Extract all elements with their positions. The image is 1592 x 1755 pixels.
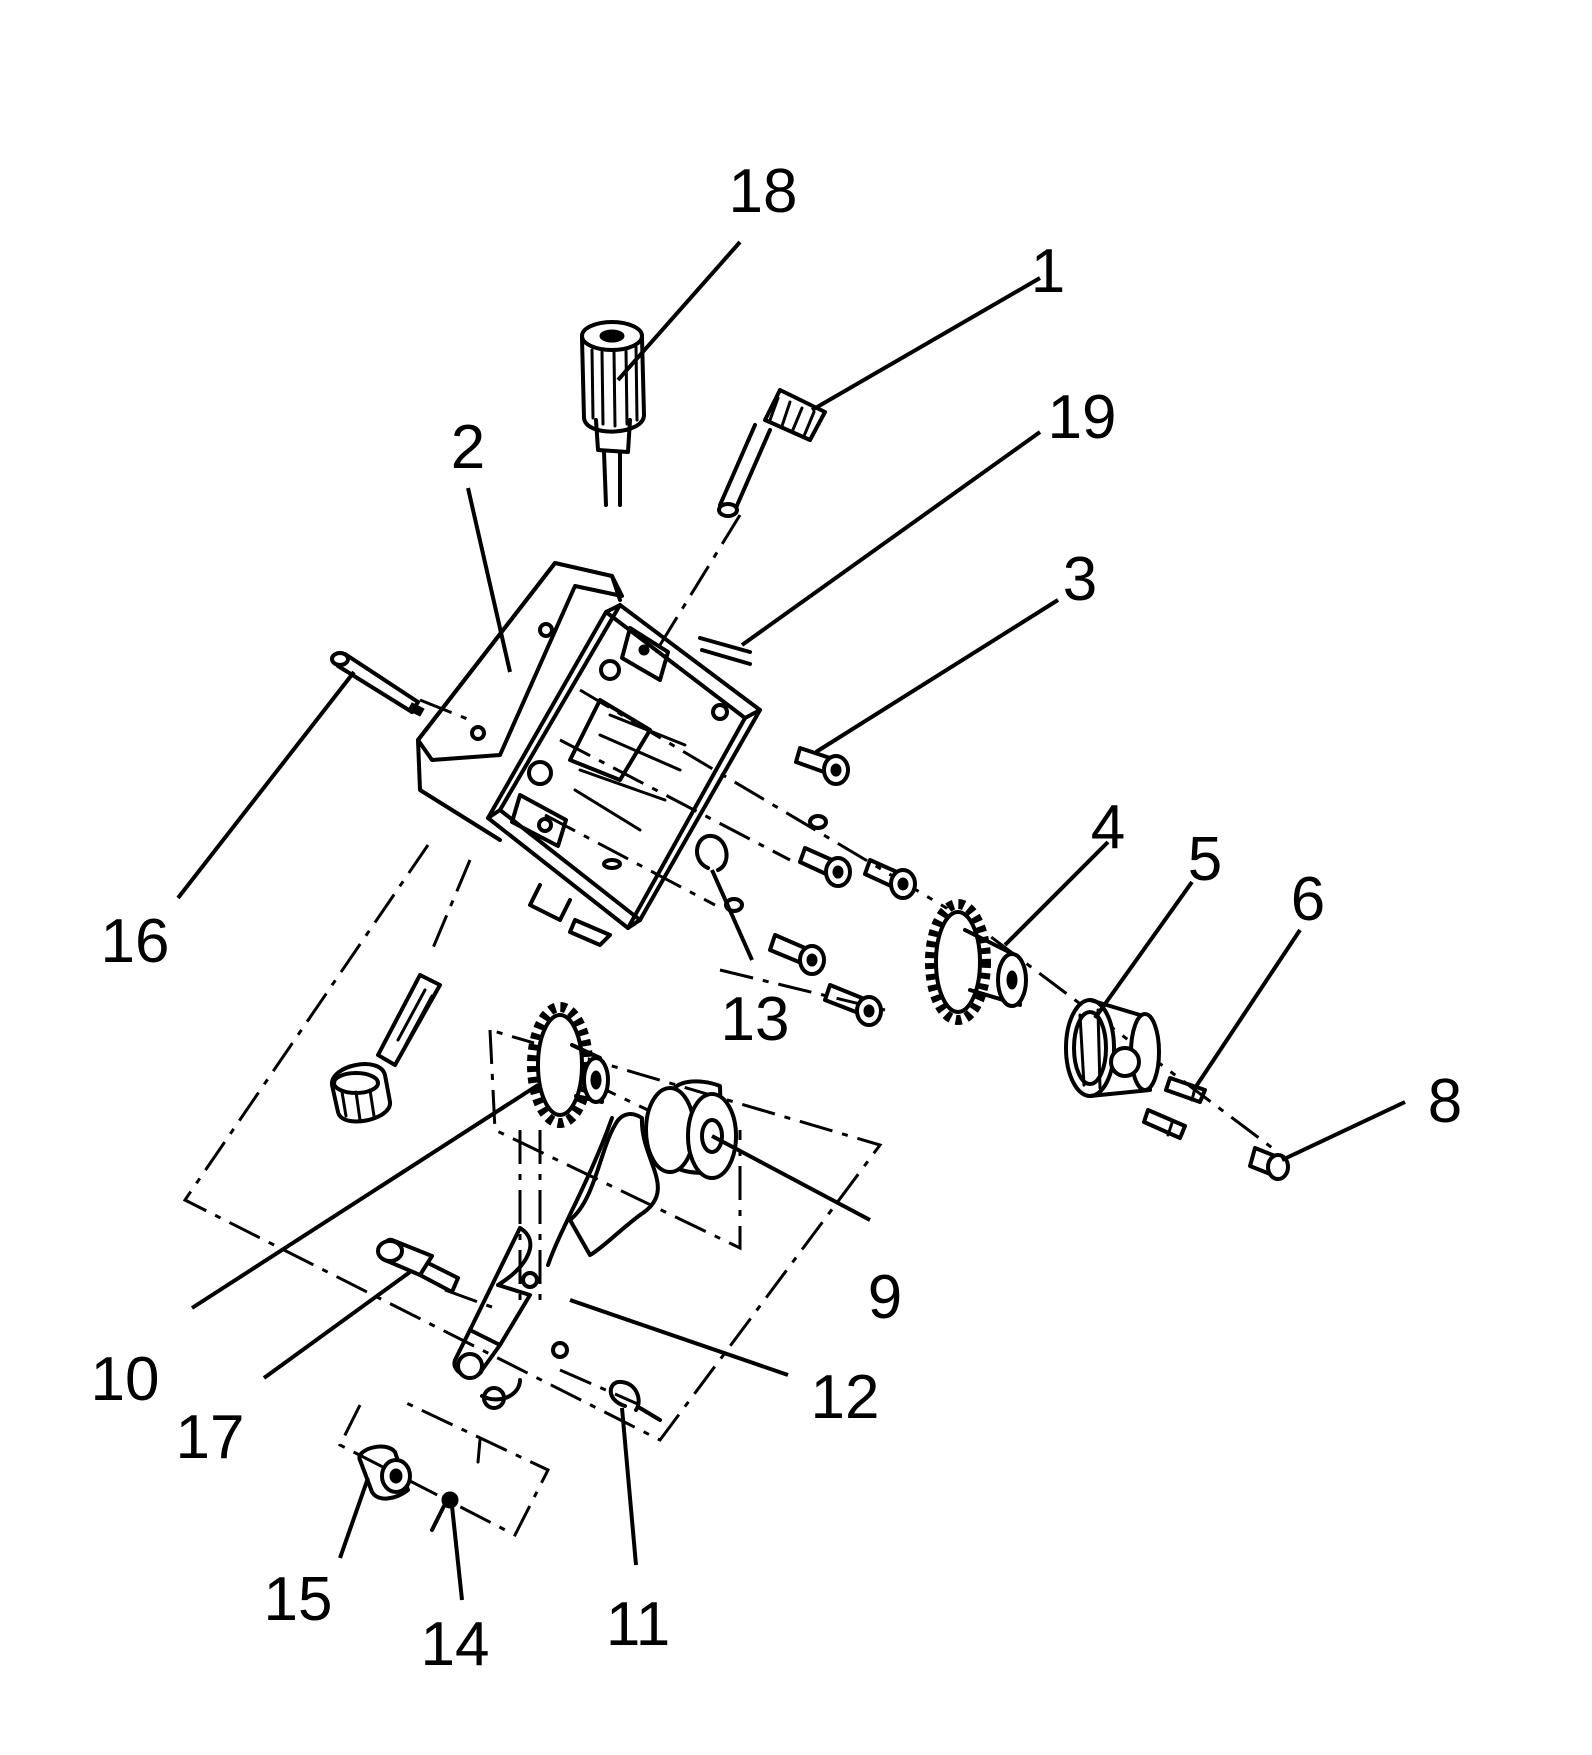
leader-2 xyxy=(466,487,512,673)
leader-5 xyxy=(1093,880,1194,1020)
leader-lines xyxy=(176,240,1406,1601)
part-3-cap-screws xyxy=(794,746,917,900)
leader-12 xyxy=(569,1298,789,1377)
label-4: 4 xyxy=(1091,793,1125,862)
label-16: 16 xyxy=(101,907,170,976)
leader-9 xyxy=(711,1134,871,1222)
part-14-small-screw xyxy=(430,1438,482,1532)
leader-4 xyxy=(1003,840,1110,947)
leader-19 xyxy=(740,430,1042,647)
label-3: 3 xyxy=(1063,545,1097,614)
label-10: 10 xyxy=(91,1345,160,1414)
part-19-pin xyxy=(698,636,752,666)
part-11-retaining-ring xyxy=(608,1379,662,1422)
label-5: 5 xyxy=(1188,825,1222,894)
label-18: 18 xyxy=(729,157,798,226)
part-4-drive-gear xyxy=(925,899,1028,1025)
label-19: 19 xyxy=(1048,383,1117,452)
label-2: 2 xyxy=(451,413,485,482)
assembly-center-lines xyxy=(182,514,1276,1538)
part-1-knurled-screw xyxy=(717,388,827,518)
part-15-spacer xyxy=(357,1444,412,1501)
label-12: 12 xyxy=(811,1363,880,1432)
label-9: 9 xyxy=(868,1263,902,1332)
leader-17 xyxy=(262,1270,412,1380)
label-13: 13 xyxy=(721,985,790,1054)
leader-15 xyxy=(338,1477,370,1559)
part-18-knurled-knob xyxy=(580,320,646,507)
part-12-pressure-arm xyxy=(452,1112,660,1410)
leader-10 xyxy=(190,1083,540,1310)
leader-8 xyxy=(1281,1100,1406,1162)
leader-18 xyxy=(616,240,742,382)
leader-1 xyxy=(810,276,1042,412)
lower-knurled-screw xyxy=(330,973,442,1124)
callout-labels: 18 1 19 2 3 16 4 5 6 13 8 9 10 12 17 15 … xyxy=(91,157,1463,1679)
leader-14 xyxy=(450,1505,464,1601)
part-17-pivot-pin xyxy=(376,1237,460,1294)
label-8: 8 xyxy=(1428,1067,1462,1136)
part-16-long-pin xyxy=(330,651,425,717)
label-15: 15 xyxy=(264,1565,333,1634)
part-5-feed-wheel xyxy=(1064,998,1161,1098)
label-17: 17 xyxy=(176,1403,245,1472)
part-2-housing xyxy=(416,561,762,947)
part-9-pressure-roller xyxy=(644,1079,738,1180)
label-14: 14 xyxy=(421,1610,490,1679)
label-6: 6 xyxy=(1291,865,1325,934)
leader-3 xyxy=(814,598,1060,754)
leader-16 xyxy=(176,670,356,900)
part-13-snap-ring xyxy=(695,834,883,1027)
label-1: 1 xyxy=(1031,237,1065,306)
leader-11 xyxy=(620,1407,638,1566)
part-10-gear xyxy=(527,1002,610,1128)
part-8-nut xyxy=(1248,1146,1290,1181)
leader-6 xyxy=(1193,928,1302,1090)
part-6-set-screws xyxy=(1142,1076,1207,1140)
label-11: 11 xyxy=(606,1590,670,1659)
leader-13 xyxy=(710,869,754,961)
